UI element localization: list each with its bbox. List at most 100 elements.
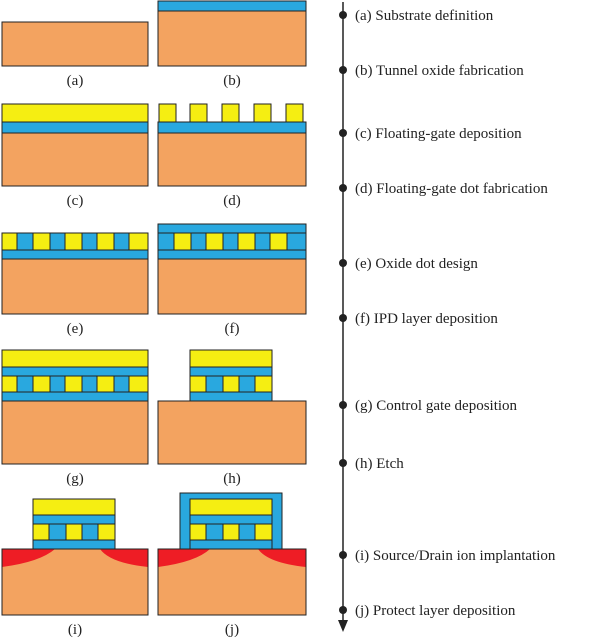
oxide-dot — [81, 232, 98, 251]
floating-gate-dot — [222, 375, 240, 393]
substrate-layer — [157, 258, 307, 315]
panel-label-i: (i) — [68, 622, 82, 638]
oxide-dot — [81, 375, 98, 393]
tunnel-oxide-layer — [1, 391, 149, 402]
floating-gate-dot — [65, 523, 83, 541]
process-timeline: (a) Substrate definition (b) Tunnel oxid… — [338, 2, 556, 632]
floating-gate-dot — [1, 232, 18, 251]
timeline-dot — [339, 314, 347, 322]
panel-label-f: (f) — [225, 321, 240, 337]
tunnel-oxide-layer — [189, 539, 273, 550]
substrate-layer — [1, 258, 149, 315]
substrate-layer — [157, 400, 307, 465]
panel-f: (f) — [157, 223, 307, 337]
oxide-dot — [286, 232, 307, 251]
floating-gate-dot — [64, 375, 83, 393]
step-label-a: (a) Substrate definition — [355, 8, 494, 24]
oxide-dot — [49, 375, 66, 393]
control-gate-layer — [189, 498, 273, 516]
tunnel-oxide-layer — [32, 539, 116, 550]
tunnel-oxide-layer — [1, 249, 149, 260]
gate-oxide-dot-row — [157, 232, 307, 251]
floating-gate-dot — [128, 375, 149, 393]
floating-gate-dot — [173, 232, 192, 251]
floating-gate-dot — [237, 232, 256, 251]
oxide-dot — [254, 232, 271, 251]
floating-gate-dot — [32, 375, 51, 393]
drain-region — [100, 549, 148, 567]
ipd-layer — [32, 514, 116, 525]
timeline-dot — [339, 606, 347, 614]
panel-label-j: (j) — [225, 622, 239, 638]
floating-gate-dot — [96, 232, 115, 251]
panel-d: (d) — [157, 103, 307, 209]
timeline-dot — [339, 459, 347, 467]
panel-g: (g) — [1, 349, 149, 487]
oxide-dot — [48, 523, 67, 541]
gate-oxide-dot-row — [1, 375, 149, 393]
oxide-dot — [190, 232, 207, 251]
floating-gate-dot — [189, 103, 208, 123]
source-region — [158, 549, 210, 567]
substrate-layer — [1, 132, 149, 187]
floating-gate-dot — [32, 523, 50, 541]
step-label-j: (j) Protect layer deposition — [355, 603, 516, 619]
floating-gate-dot — [189, 375, 207, 393]
floating-gate-dot — [158, 103, 177, 123]
gate-oxide-dot-row — [1, 232, 149, 251]
floating-gate-dot — [96, 375, 115, 393]
substrate-layer — [1, 21, 149, 67]
oxide-dot — [222, 232, 239, 251]
timeline-dot — [339, 129, 347, 137]
panel-label-g: (g) — [66, 471, 84, 487]
timeline-dot — [339, 401, 347, 409]
substrate-layer — [157, 10, 307, 67]
floating-gate-dot — [253, 103, 272, 123]
ipd-layer — [157, 223, 307, 234]
control-gate-layer — [189, 349, 273, 368]
oxide-dot — [238, 523, 256, 541]
step-label-i: (i) Source/Drain ion implantation — [355, 548, 556, 564]
timeline-dot — [339, 259, 347, 267]
oxide-dot — [113, 375, 130, 393]
substrate-layer — [1, 400, 149, 465]
panel-label-h: (h) — [223, 471, 241, 487]
panel-label-a: (a) — [67, 73, 84, 89]
timeline-dot — [339, 184, 347, 192]
panel-label-e: (e) — [67, 321, 84, 337]
step-label-d: (d) Floating-gate dot fabrication — [355, 181, 548, 197]
floating-gate-dot — [189, 523, 207, 541]
oxide-dot — [157, 232, 175, 251]
ipd-layer — [189, 514, 273, 525]
panel-label-c: (c) — [67, 193, 84, 209]
oxide-dot — [238, 375, 256, 393]
gate-oxide-dot-row — [189, 375, 273, 393]
floating-gate-dot — [64, 232, 83, 251]
substrate-layer — [157, 132, 307, 187]
floating-gate-dot — [128, 232, 149, 251]
ipd-layer — [189, 366, 273, 377]
floating-gate-dot — [269, 232, 288, 251]
panel-a: (a) — [1, 21, 149, 89]
panel-c: (c) — [1, 103, 149, 209]
panel-i: (i) — [1, 498, 149, 638]
source-region — [2, 549, 55, 567]
floating-gate-dot — [285, 103, 304, 123]
oxide-dot — [81, 523, 99, 541]
panel-b: (b) — [157, 0, 307, 89]
step-label-f: (f) IPD layer deposition — [355, 311, 498, 327]
step-label-b: (b) Tunnel oxide fabrication — [355, 63, 524, 79]
oxide-dot — [113, 232, 130, 251]
drain-region — [258, 549, 306, 567]
control-gate-layer — [32, 498, 116, 516]
oxide-dot — [205, 523, 224, 541]
floating-gate-dot — [254, 375, 273, 393]
oxide-dot — [16, 232, 34, 251]
timeline-dot — [339, 66, 347, 74]
floating-gate-layer — [1, 103, 149, 123]
step-label-g: (g) Control gate deposition — [355, 398, 518, 414]
floating-gate-dot — [32, 232, 51, 251]
step-label-e: (e) Oxide dot design — [355, 256, 478, 272]
control-gate-layer — [1, 349, 149, 368]
